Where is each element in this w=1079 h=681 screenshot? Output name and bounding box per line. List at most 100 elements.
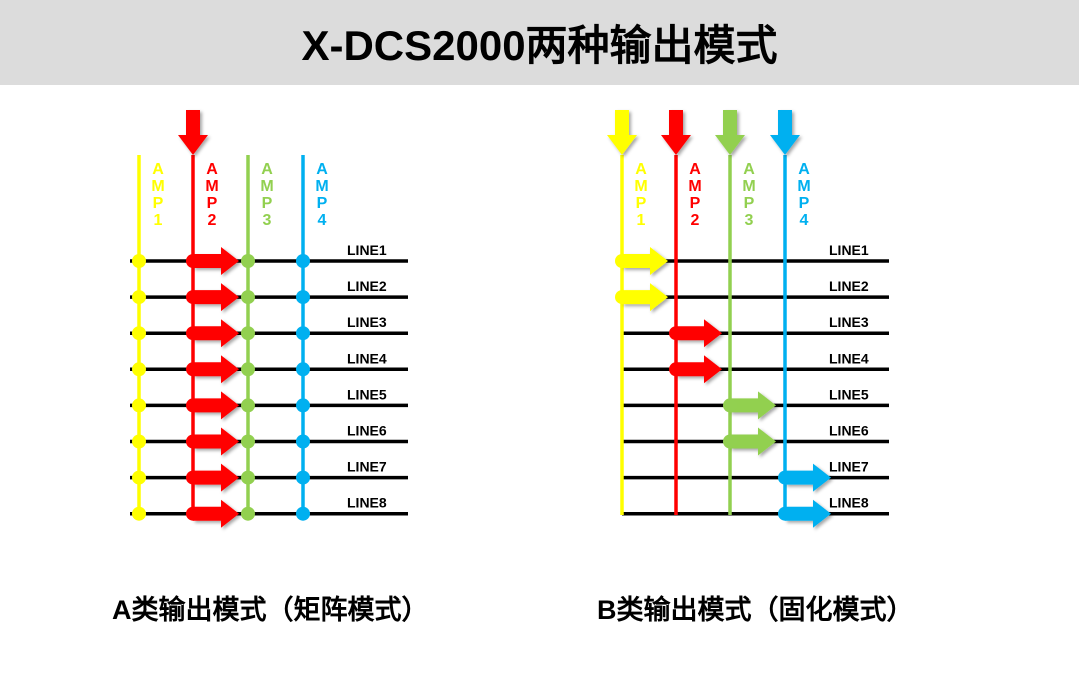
caption-mode-a: A类输出模式（矩阵模式） [112,595,429,625]
caption-mode-b: B类输出模式（固化模式） [597,595,914,625]
amp-label-char: A [689,161,701,178]
output-arrow-icon [622,247,668,275]
amp-label-char: 4 [800,212,809,229]
line-label: LINE8 [829,495,869,511]
junction-dot [241,506,255,521]
diagram-b: LINE1LINE2LINE3LINE4LINE5LINE6LINE7LINE8… [607,110,889,528]
junction-dot [132,290,146,305]
amp-label-char: A [635,161,647,178]
amp-label-char: P [799,195,810,212]
junction-dot [186,290,200,305]
amp-label-char: M [742,178,755,195]
line-label: LINE1 [829,242,869,258]
amp-label-char: M [688,178,701,195]
junction-dot [132,398,146,413]
junction-dot [241,434,255,449]
line-label: LINE2 [829,278,869,294]
junction-dot [186,434,200,449]
junction-dot [296,326,310,341]
output-arrow-icon [730,427,776,456]
junction-dot [778,470,792,485]
amp-label-char: P [153,195,164,212]
amp-label-char: A [743,161,755,178]
amp-label-char: P [690,195,701,212]
junction-dot [296,290,310,305]
line-label: LINE3 [829,314,869,330]
output-arrow-icon [622,283,668,312]
junction-dot [296,362,310,377]
junction-dot [241,398,255,413]
junction-dot [186,326,200,341]
junction-dot [296,470,310,485]
amp-label-char: M [797,178,810,195]
amp-label-char: 4 [318,212,327,229]
junction-dot [615,290,629,305]
amp-label-char: A [798,161,810,178]
line-label: LINE6 [829,423,869,439]
junction-dot [723,434,737,449]
line-label: LINE8 [347,495,387,511]
line-label: LINE4 [347,350,387,366]
amp-label-char: 1 [154,212,163,229]
junction-dot [241,470,255,485]
output-arrow-icon [193,499,239,528]
amp-label-char: P [317,195,328,212]
junction-dot [241,362,255,377]
input-arrow-icon [715,110,745,155]
output-arrow-icon [193,283,239,312]
junction-dot [186,398,200,413]
junction-dot [186,470,200,485]
amp-label-char: M [205,178,218,195]
input-arrow-icon [178,110,208,155]
input-arrow-icon [661,110,691,155]
line-label: LINE7 [347,459,387,475]
junction-dot [669,326,683,341]
page-title: X-DCS2000两种输出模式 [301,22,778,69]
line-label: LINE6 [347,423,387,439]
junction-dot [296,506,310,521]
line-label: LINE3 [347,314,387,330]
junction-dot [186,506,200,521]
junction-dot [132,434,146,449]
junction-dot [132,506,146,521]
amp-label-char: M [260,178,273,195]
junction-dot [241,254,255,268]
line-label: LINE7 [829,459,869,475]
output-arrow-icon [785,463,831,492]
junction-dot [132,470,146,485]
line-label: LINE2 [347,278,387,294]
amp-label-char: A [206,161,218,178]
output-arrow-icon [193,319,239,348]
amp-label-char: A [261,161,273,178]
junction-dot [132,326,146,341]
output-arrow-icon [730,391,776,420]
junction-dot [778,506,792,521]
output-arrow-icon [193,355,239,384]
amp-label-char: 2 [208,212,217,229]
amp-label-char: M [151,178,164,195]
amp-label-char: 2 [691,212,700,229]
output-arrow-icon [193,247,239,275]
amp-label-char: 3 [745,212,754,229]
output-arrow-icon [785,499,831,528]
amp-label-char: P [207,195,218,212]
junction-dot [241,290,255,305]
amp-label-char: P [636,195,647,212]
title-bar: X-DCS2000两种输出模式 [0,0,1079,85]
amp-label-char: M [634,178,647,195]
line-label: LINE5 [347,386,387,402]
junction-dot [296,254,310,268]
junction-dot [615,254,629,268]
amp-label-char: 1 [637,212,646,229]
line-label: LINE4 [829,350,869,366]
output-arrow-icon [193,427,239,456]
amp-label-char: P [262,195,273,212]
junction-dot [241,326,255,341]
input-arrow-icon [607,110,637,155]
output-arrow-icon [676,355,722,384]
junction-dot [723,398,737,413]
junction-dot [296,398,310,413]
diagram-a: LINE1LINE2LINE3LINE4LINE5LINE6LINE7LINE8… [130,110,408,528]
